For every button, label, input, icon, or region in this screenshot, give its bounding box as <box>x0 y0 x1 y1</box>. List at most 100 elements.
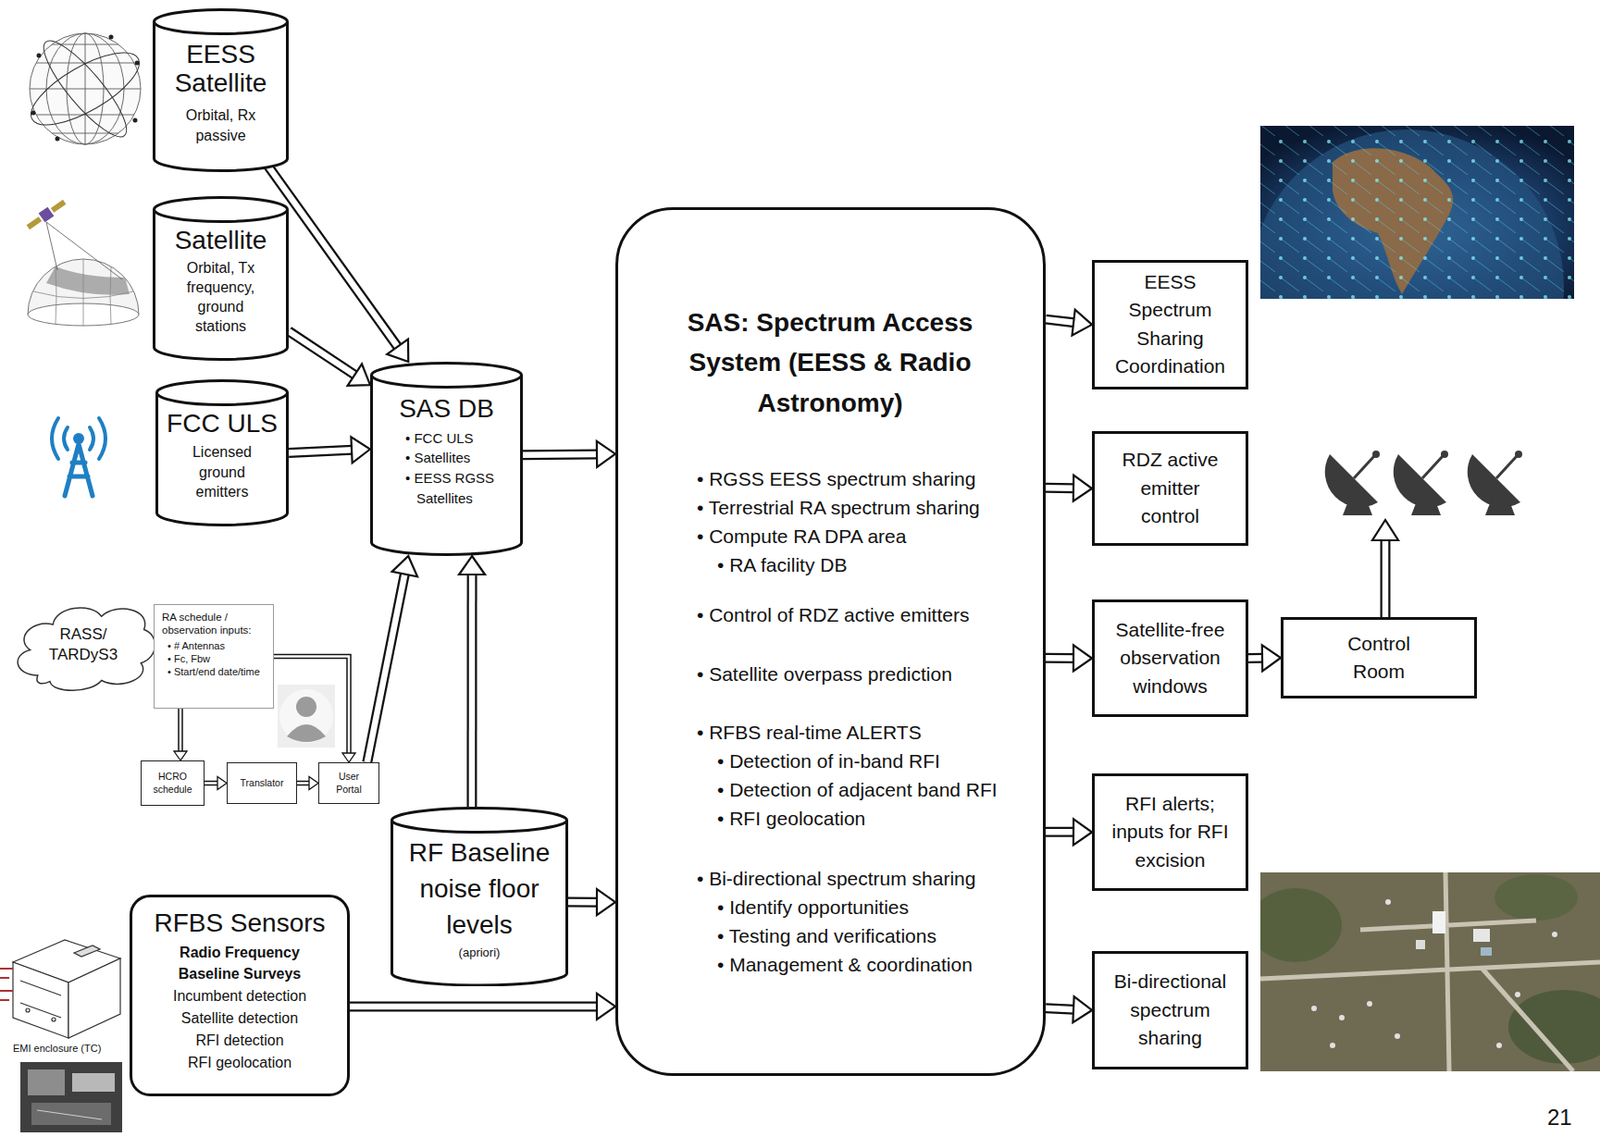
node-heading: RA schedule / observation inputs: <box>161 610 268 638</box>
radio-dish-icon <box>1422 456 1443 479</box>
arrow-shaft-outline <box>297 781 311 787</box>
arrow-shaft-outline <box>204 781 219 787</box>
radio-dish-icon <box>1353 456 1375 479</box>
arrow-shaft-outline <box>1045 483 1075 494</box>
image-caption: EMI enclosure (TC) <box>12 1042 101 1055</box>
satellite-constellation-image <box>1260 125 1575 299</box>
cylinder-top <box>372 363 522 388</box>
arrow-head <box>392 556 418 577</box>
cylinder-top <box>157 381 288 406</box>
radio-dish-icon <box>1325 450 1380 516</box>
node-heading: Satellite-free observation windows <box>1111 616 1230 701</box>
arrow-head <box>386 339 409 362</box>
database-cylinder: FCC ULSLicensed ground emitters <box>155 379 289 527</box>
radio-dish-icon <box>1325 450 1523 516</box>
radio-dish-icon <box>1514 450 1523 459</box>
block-arrow <box>1045 475 1092 502</box>
block-arrow <box>1045 818 1092 845</box>
arrow-head <box>1072 996 1092 1023</box>
block-arrow <box>297 777 319 791</box>
arrow-shaft-outline <box>1248 653 1264 664</box>
block-arrow <box>204 777 227 791</box>
node-text: Radio Frequency Baseline Surveys <box>161 942 319 985</box>
satellite-constellation-image <box>1260 125 1575 299</box>
arrow-head <box>173 751 187 761</box>
block-arrow <box>273 657 356 764</box>
edge-mark <box>0 999 10 1002</box>
radio-dish-icon <box>1411 491 1441 516</box>
output-box: RDZ active emitter control <box>1091 431 1249 546</box>
enclosure-drawing <box>68 958 121 1039</box>
node-heading: HCRO schedule <box>149 770 197 795</box>
cylinder-side <box>372 375 522 556</box>
arrow-shaft-inner <box>568 899 598 906</box>
globe-icon <box>109 35 114 40</box>
satellite-footprint-icon <box>46 266 130 296</box>
enclosure-drawing <box>51 1017 56 1022</box>
bullet-item: • Identify opportunities <box>717 893 1025 922</box>
node-text: (apriori) <box>458 945 501 962</box>
node-text: RFI geolocation <box>187 1052 292 1075</box>
enclosure-drawing <box>12 940 121 1039</box>
block-arrow <box>1372 520 1399 541</box>
bullet-item: • RFBS real-time ALERTS <box>696 718 1025 747</box>
cylinder-top <box>392 808 568 833</box>
globe-icon <box>21 38 149 139</box>
node-heading: Bi-directional spectrum sharing <box>1111 967 1230 1053</box>
arrow-shaft-outline <box>1045 319 1075 323</box>
arrow-shaft-inner <box>297 781 311 785</box>
user-icon <box>296 696 317 718</box>
enclosure-drawing <box>20 1003 62 1018</box>
site-aerial-image <box>1496 1042 1502 1049</box>
arrow-shaft-outline <box>349 1001 598 1012</box>
node-heading: RASS/ TARDyS3 <box>41 624 125 666</box>
site-aerial-image <box>1385 899 1391 906</box>
arrow-head <box>347 363 371 385</box>
radio-dish-icon <box>1467 450 1523 516</box>
block-arrow <box>1045 644 1092 671</box>
globe-icon <box>31 111 37 116</box>
radio-dish-icon <box>1496 456 1517 479</box>
site-aerial-image <box>1415 940 1426 950</box>
globe-icon <box>21 31 149 147</box>
block-arrow <box>1380 539 1391 619</box>
node-heading: EESS Satellite <box>161 39 282 99</box>
bullet-item: • Satellite overpass prediction <box>696 659 1025 689</box>
cylinder-body <box>392 808 568 986</box>
radio-dish-icon <box>1393 450 1449 516</box>
page-number: 21 <box>1547 1104 1573 1131</box>
site-aerial-image <box>1260 888 1342 963</box>
arrow-shaft-inner <box>179 708 183 753</box>
arrow-shaft-inner <box>288 449 353 453</box>
bullet-item: • Start/end date/time <box>167 665 268 679</box>
database-cylinder: EESS SatelliteOrbital, Rx passive <box>152 8 289 173</box>
node-heading: RFBS Sensors <box>153 908 325 939</box>
node-heading: SAS: Spectrum Access System (EESS & Radi… <box>677 302 983 423</box>
bullet-item: • Compute RA DPA area <box>696 521 1025 551</box>
satellite-footprint-icon <box>24 197 139 326</box>
process-box: HCRO schedule <box>140 760 205 807</box>
node-text: Licensed ground emitters <box>180 442 264 503</box>
bullet-item: • EESS RGSS Satellites <box>405 468 516 509</box>
arrow-head <box>596 889 616 916</box>
node-text: RFI detection <box>195 1029 284 1053</box>
site-aerial-image <box>1394 1033 1401 1040</box>
enclosure-photo <box>20 1062 123 1133</box>
output-box: RFI alerts; inputs for RFI excision <box>1091 773 1249 892</box>
system-box: SAS: Spectrum Access System (EESS & Radi… <box>615 207 1046 1077</box>
bullet-item: • RGSS EESS spectrum sharing <box>696 464 1025 494</box>
enclosure-drawing <box>74 945 100 957</box>
site-aerial-image <box>1473 929 1490 943</box>
cylinder-side <box>392 820 568 986</box>
enclosure-photo <box>37 1110 102 1120</box>
satellite-footprint-icon <box>24 197 68 232</box>
cylinder-top <box>154 198 288 223</box>
block-arrow <box>458 556 485 807</box>
radio-dish-icon <box>1485 491 1515 516</box>
arrow-shaft-inner <box>273 657 349 756</box>
process-box: Translator <box>226 762 298 805</box>
enclosure-photo <box>20 1062 123 1133</box>
arrow-head <box>342 753 356 763</box>
site-aerial-image <box>1480 947 1492 956</box>
enclosure-drawing <box>25 1008 30 1013</box>
